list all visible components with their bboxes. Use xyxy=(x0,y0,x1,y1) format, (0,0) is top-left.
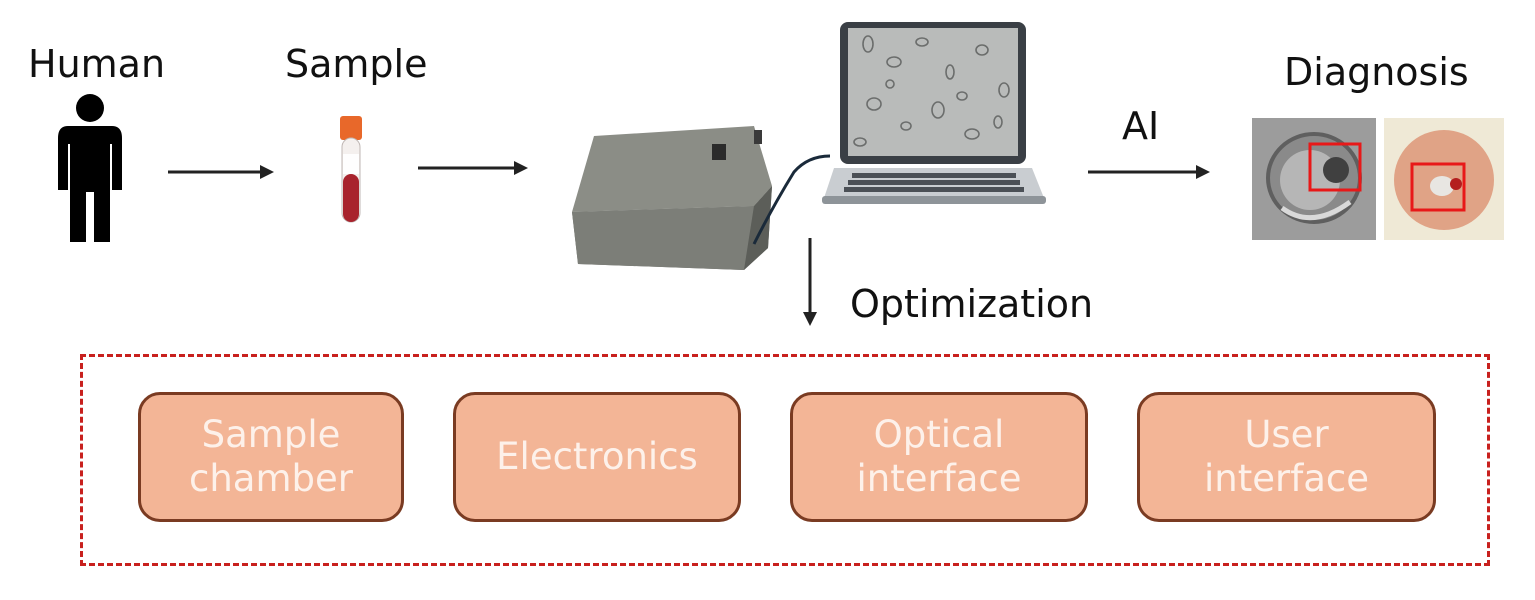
person-icon xyxy=(58,94,122,242)
component-sample-chamber: Sample chamber xyxy=(138,392,404,522)
arrow-down-optimization xyxy=(803,238,817,326)
arrow-ai-to-diagnosis xyxy=(1088,165,1210,179)
optimization-group xyxy=(80,354,1490,566)
label-diagnosis: Diagnosis xyxy=(1284,50,1469,94)
component-user-interface: User interface xyxy=(1137,392,1436,522)
label-optimization: Optimization xyxy=(850,282,1094,326)
label-human: Human xyxy=(28,42,166,86)
device-box-icon xyxy=(572,126,831,270)
cell-image-icon xyxy=(1252,118,1376,240)
component-optical-interface: Optical interface xyxy=(790,392,1088,522)
label-ai: AI xyxy=(1122,104,1160,148)
component-electronics: Electronics xyxy=(453,392,741,522)
laptop-icon xyxy=(822,22,1046,204)
blood-tube-icon xyxy=(340,116,362,223)
arrow-sample-to-device xyxy=(418,161,528,175)
stained-cell-image-icon xyxy=(1384,118,1504,240)
label-sample: Sample xyxy=(285,42,428,86)
arrow-human-to-sample xyxy=(168,165,274,179)
